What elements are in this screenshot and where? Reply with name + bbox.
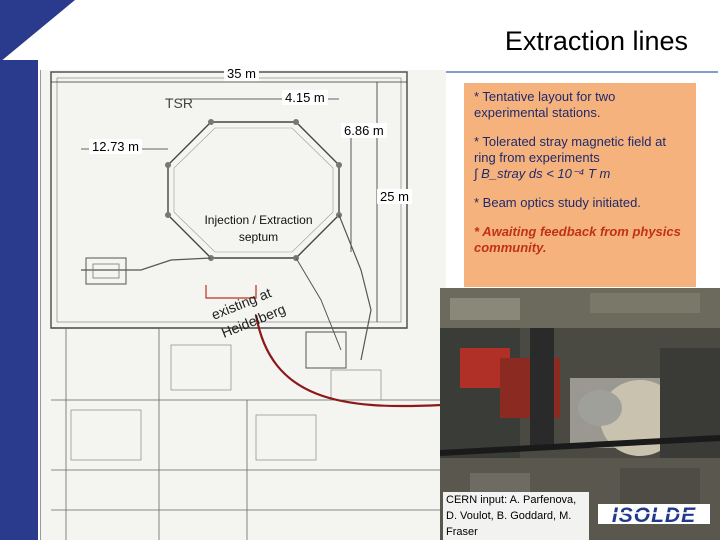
tsr-label: TSR <box>165 95 193 111</box>
slide-title: Extraction lines <box>504 26 688 56</box>
dim-25-label: 25 m <box>377 189 412 204</box>
layout-drawing: 35 m TSR 4.15 m 6.86 m 12.73 m 25 m Inje… <box>40 66 446 540</box>
info-item-layout: * Tentative layout for two experimental … <box>474 89 616 120</box>
info-item-formula: ∫ B_stray ds < 10⁻⁴ T m <box>474 166 611 181</box>
dim-1273-label: 12.73 m <box>89 139 142 154</box>
title-rule <box>430 71 718 73</box>
dim-686-label: 6.86 m <box>341 123 387 138</box>
isolde-logo: ISOLDE <box>598 500 710 528</box>
info-item-optics: * Beam optics study initiated. <box>474 195 641 210</box>
svg-text:ISOLDE: ISOLDE <box>612 504 696 527</box>
dim-total-label: 35 m <box>224 66 259 81</box>
slide-left-bar <box>0 60 38 540</box>
info-item-stray-field: * Tolerated stray magnetic field at ring… <box>474 134 666 165</box>
credit-text: CERN input: A. Parfenova, D. Voulot, B. … <box>443 492 589 540</box>
slide-corner-decoration <box>0 0 75 62</box>
info-box: * Tentative layout for two experimental … <box>464 83 696 287</box>
injection-septum-label: Injection / Extraction septum <box>204 213 313 244</box>
info-item-feedback: * Awaiting feedback from physics communi… <box>474 224 681 255</box>
dim-415-label: 4.15 m <box>282 90 328 105</box>
